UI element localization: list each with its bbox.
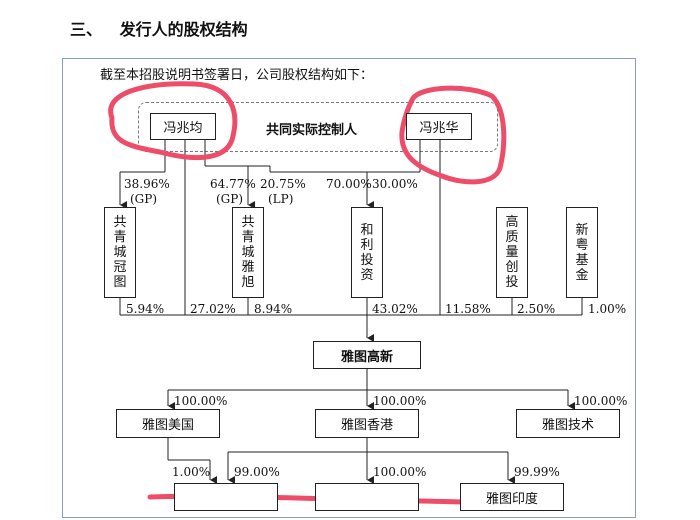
role-yaxu-jun: (GP) bbox=[216, 192, 244, 206]
pct-third-india: 99.99% bbox=[514, 465, 560, 479]
pct-third-from-hk: 99.00% bbox=[234, 465, 280, 479]
controller-fengzhaohua: 冯兆华 bbox=[406, 113, 472, 140]
section-title: 发行人的股权结构 bbox=[119, 20, 248, 39]
chart-frame bbox=[62, 58, 636, 518]
pct-sub-us: 100.00% bbox=[174, 394, 228, 408]
pct-gaozhiliang: 2.50% bbox=[517, 302, 556, 316]
pct-heli-from-hua: 30.00% bbox=[372, 177, 418, 191]
pct-sub-tech: 100.00% bbox=[574, 394, 628, 408]
subsidiary-hk: 雅图香港 bbox=[315, 409, 419, 438]
controller-fengzhaojun: 冯兆均 bbox=[150, 113, 216, 140]
holder-heli: 和 利 投 资 bbox=[351, 207, 383, 298]
role-guantu: (GP) bbox=[130, 192, 158, 206]
role-yaxu-hua: (LP) bbox=[268, 192, 294, 206]
annotation-circle-right bbox=[399, 85, 507, 185]
holder-guantu: 共 青 城 冠 图 bbox=[104, 207, 136, 298]
pct-xinyue: 1.00% bbox=[588, 302, 627, 316]
annotation-circle-left bbox=[108, 81, 238, 161]
holder-yaxu: 共 青 城 雅 旭 bbox=[232, 207, 264, 298]
pct-heli-from-jun: 70.00% bbox=[326, 177, 372, 191]
pct-heli: 43.02% bbox=[372, 302, 418, 316]
intro-text: 截至本招股说明书签署日，公司股权结构如下： bbox=[100, 68, 374, 83]
pct-yaxu: 8.94% bbox=[254, 302, 293, 316]
third-level-center bbox=[315, 483, 419, 511]
subsidiary-us: 雅图美国 bbox=[116, 409, 220, 438]
pct-third-center: 100.00% bbox=[373, 465, 427, 479]
holder-gaozhiliang: 高 质 量 创 投 bbox=[496, 207, 528, 298]
pct-fengzhaojun: 27.02% bbox=[190, 302, 236, 316]
section-number: 三、 bbox=[70, 20, 103, 39]
pct-guantu-from-jun: 38.96% bbox=[124, 177, 170, 191]
holder-xinyue: 新 粤 基 金 bbox=[566, 207, 598, 298]
pct-yaxu-from-hua: 20.75% bbox=[260, 177, 306, 191]
pct-fengzhaohua: 11.58% bbox=[445, 302, 491, 316]
pct-yaxu-from-jun: 64.77% bbox=[210, 177, 256, 191]
controllers-group-label: 共同实际控制人 bbox=[266, 123, 358, 138]
company-box: 雅图高新 bbox=[313, 341, 421, 369]
pct-sub-hk: 100.00% bbox=[373, 394, 427, 408]
controllers-group bbox=[138, 102, 498, 152]
third-level-india: 雅图印度 bbox=[460, 483, 564, 511]
pct-guantu: 5.94% bbox=[126, 302, 165, 316]
pct-third-from-us: 1.00% bbox=[172, 465, 211, 479]
third-level-left bbox=[174, 483, 278, 511]
section-heading: 三、 发行人的股权结构 bbox=[70, 16, 248, 40]
subsidiary-tech: 雅图技术 bbox=[516, 409, 620, 438]
